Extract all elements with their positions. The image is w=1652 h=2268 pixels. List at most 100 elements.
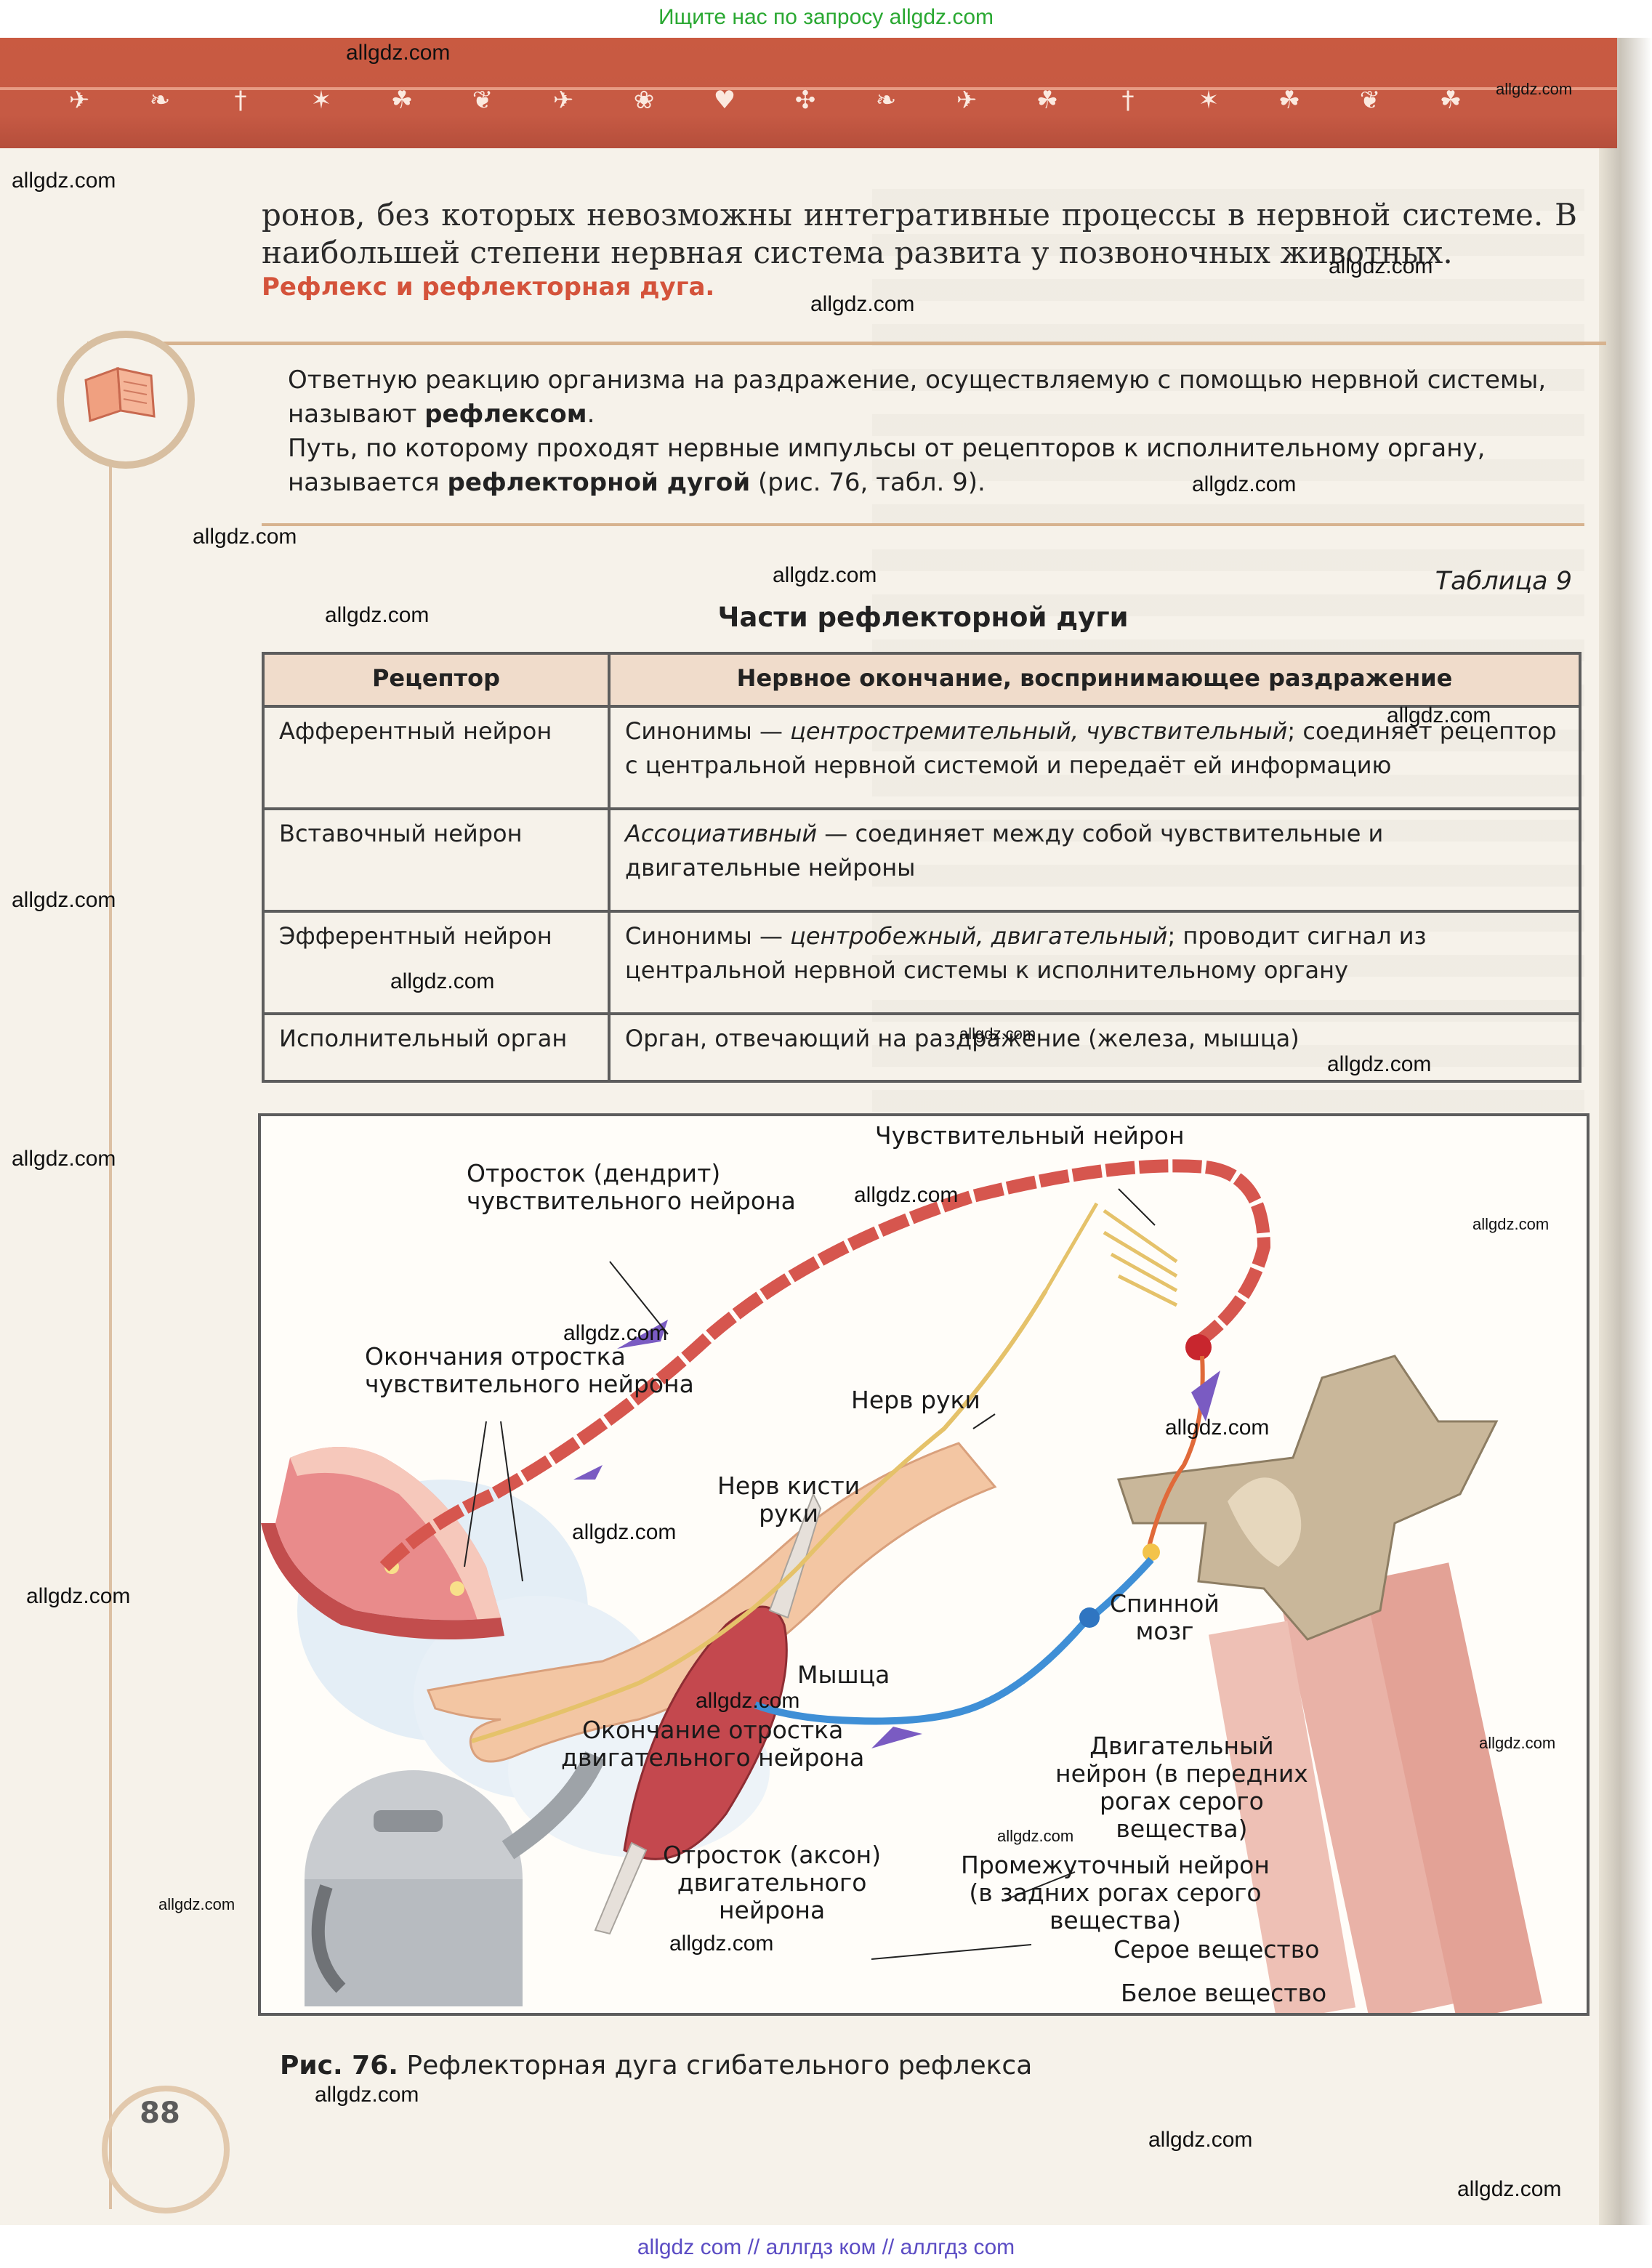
figure-icon: † [234,86,247,115]
label-motor-neuron: Двигательный нейрон (в передних рогах се… [1055,1732,1308,1843]
label-interneuron: Промежуточный нейрон (в задних рогах сер… [961,1851,1270,1934]
sensory-dendrite [379,1159,1271,1572]
watermark[interactable]: allgdz.com [1387,703,1491,727]
lizard-icon: ❦ [1359,86,1381,115]
bird-icon: ✈ [552,86,574,115]
banner-divider [0,87,1617,90]
arm-nerve [471,1289,1048,1743]
table-row: Исполнительный орган Орган, отвечающий н… [262,1012,1582,1083]
watermark[interactable]: allgdz.com [325,603,430,627]
watermark[interactable]: allgdz.com [158,1895,235,1913]
boar-icon: ♥ [713,86,736,115]
watermark[interactable]: allgdz.com [959,1025,1036,1043]
watermark[interactable]: allgdz.com [773,563,877,587]
intro-paragraph: ронов, без которых невозможны интегратив… [262,197,1577,270]
motor-neuron-body [1079,1607,1100,1628]
table-row: Вставочный нейрон Ассоциативный — соедин… [262,807,1582,913]
watermark[interactable]: allgdz.com [26,1584,131,1608]
page-number: 88 [140,2097,180,2130]
watermark[interactable]: allgdz.com [997,1827,1074,1845]
butterfly-icon: ❀ [633,86,655,115]
watermark[interactable]: allgdz.com [810,292,915,316]
watermark[interactable]: allgdz.com [669,1932,774,1956]
definition-top-rule [87,342,1606,345]
leader-line [1118,1188,1156,1226]
label-arm-nerve: Нерв руки [851,1386,980,1414]
header-receptor-desc: Нервное окончание, воспринимающее раздра… [608,652,1582,708]
watermark[interactable]: allgdz.com [346,41,451,65]
watermark[interactable]: allgdz.com [1165,1416,1270,1440]
watermark[interactable]: allgdz.com [1327,1052,1432,1076]
watermark[interactable]: allgdz.com [193,525,297,549]
page-number-badge [102,2086,230,2213]
decorative-banner [0,38,1617,148]
watermark[interactable]: allgdz.com [1192,472,1297,496]
watermark[interactable]: allgdz.com [1148,2128,1253,2152]
bottom-watermark-link[interactable]: allgdz com // аллгдз ком // аллгдз com [637,2235,1015,2259]
label-white-matter: Белое вещество [1121,1979,1327,2007]
insect-icon: ✶ [1198,86,1220,115]
watermark[interactable]: allgdz.com [1329,254,1433,278]
bird-icon: ✈ [68,86,90,115]
insect-icon: ✶ [310,86,332,115]
row-desc: Орган, отвечающий на раздражение (железа… [608,1012,1582,1083]
skin-section [261,1447,504,1639]
watermark[interactable]: allgdz.com [563,1321,668,1345]
figure-76: Чувствительный нейрон Отросток (дендрит)… [258,1113,1589,2016]
arrow-icon [1191,1371,1220,1421]
motor-axon [754,1557,1154,1725]
interneuron-body [1143,1543,1160,1561]
leader-line [871,1944,1032,1960]
reflex-arc-table: Рецептор Нервное окончание, воспринимающ… [262,652,1582,1083]
page-edge-shadow [1599,38,1652,2225]
watermark[interactable]: allgdz.com [12,888,116,912]
row-desc: Синонимы — центробежный, двигательный; п… [608,910,1582,1015]
arrow-icon [617,1320,668,1349]
row-desc: Ассоциативный — соединяет между собой чу… [608,807,1582,913]
label-grey-matter: Серое вещество [1113,1935,1320,1964]
watermark[interactable]: allgdz.com [390,969,495,993]
watermark[interactable]: allgdz.com [12,1147,116,1171]
label-dendrite: Отросток (дендрит) чувствительного нейро… [467,1159,796,1215]
table-row: Афферентный нейрон Синонимы — центростре… [262,705,1582,810]
watermark[interactable]: allgdz.com [1496,80,1573,98]
top-watermark-link[interactable]: Ищите нас по запросу allgdz.com [658,5,994,29]
watermark[interactable]: allgdz.com [1472,1215,1550,1233]
table-header-row: Рецептор Нервное окончание, воспринимающ… [262,652,1582,708]
row-term: Исполнительный орган [262,1012,611,1083]
sensory-neuron-body [1185,1334,1212,1360]
spinal-cord [1116,1355,1543,2013]
watermark[interactable]: allgdz.com [1457,2177,1562,2201]
definition-block: Ответную реакцию организма на раздражени… [288,363,1560,500]
beast-icon: ☘ [1278,86,1301,115]
header-receptor: Рецептор [262,652,611,708]
definition-reflex-arc: Путь, по которому проходят нервные импул… [288,434,1486,497]
arm [426,1442,997,1763]
watermark[interactable]: allgdz.com [696,1689,800,1713]
reflex-arc-illustration [261,1159,1543,2013]
definition-bottom-rule [262,523,1584,526]
leader-line [1002,1871,1076,1902]
margin-rule [109,342,112,2209]
lizard-icon: ❦ [472,86,493,115]
watermark[interactable]: allgdz.com [315,2083,419,2107]
deer-icon: ❧ [149,86,171,115]
label-motor-ending: Окончание отростка двигательного нейрона [561,1716,865,1772]
term-reflex: рефлексом [424,400,587,429]
figure-caption: Рис. 76. Рефлекторная дуга сгибательного… [280,2051,1033,2081]
watermark[interactable]: allgdz.com [854,1183,959,1207]
watermark[interactable]: allgdz.com [1479,1734,1556,1752]
label-hand-nerve: Нерв кисти руки [717,1472,861,1528]
beast-icon: ☘ [1036,86,1059,115]
deer-icon: ❧ [875,86,897,115]
watermark[interactable]: allgdz.com [572,1520,677,1544]
beast-icon: ☘ [390,86,414,115]
arrow-icon [573,1465,603,1480]
tendon [768,1492,822,1619]
open-book-icon [84,366,156,423]
watermark[interactable]: allgdz.com [12,169,116,193]
spinal-nerves [1044,1202,1178,1307]
tendon [594,1841,648,1935]
table-label: Таблица 9 [1435,567,1572,596]
row-desc: Синонимы — центростремительный, чувствит… [608,705,1582,810]
